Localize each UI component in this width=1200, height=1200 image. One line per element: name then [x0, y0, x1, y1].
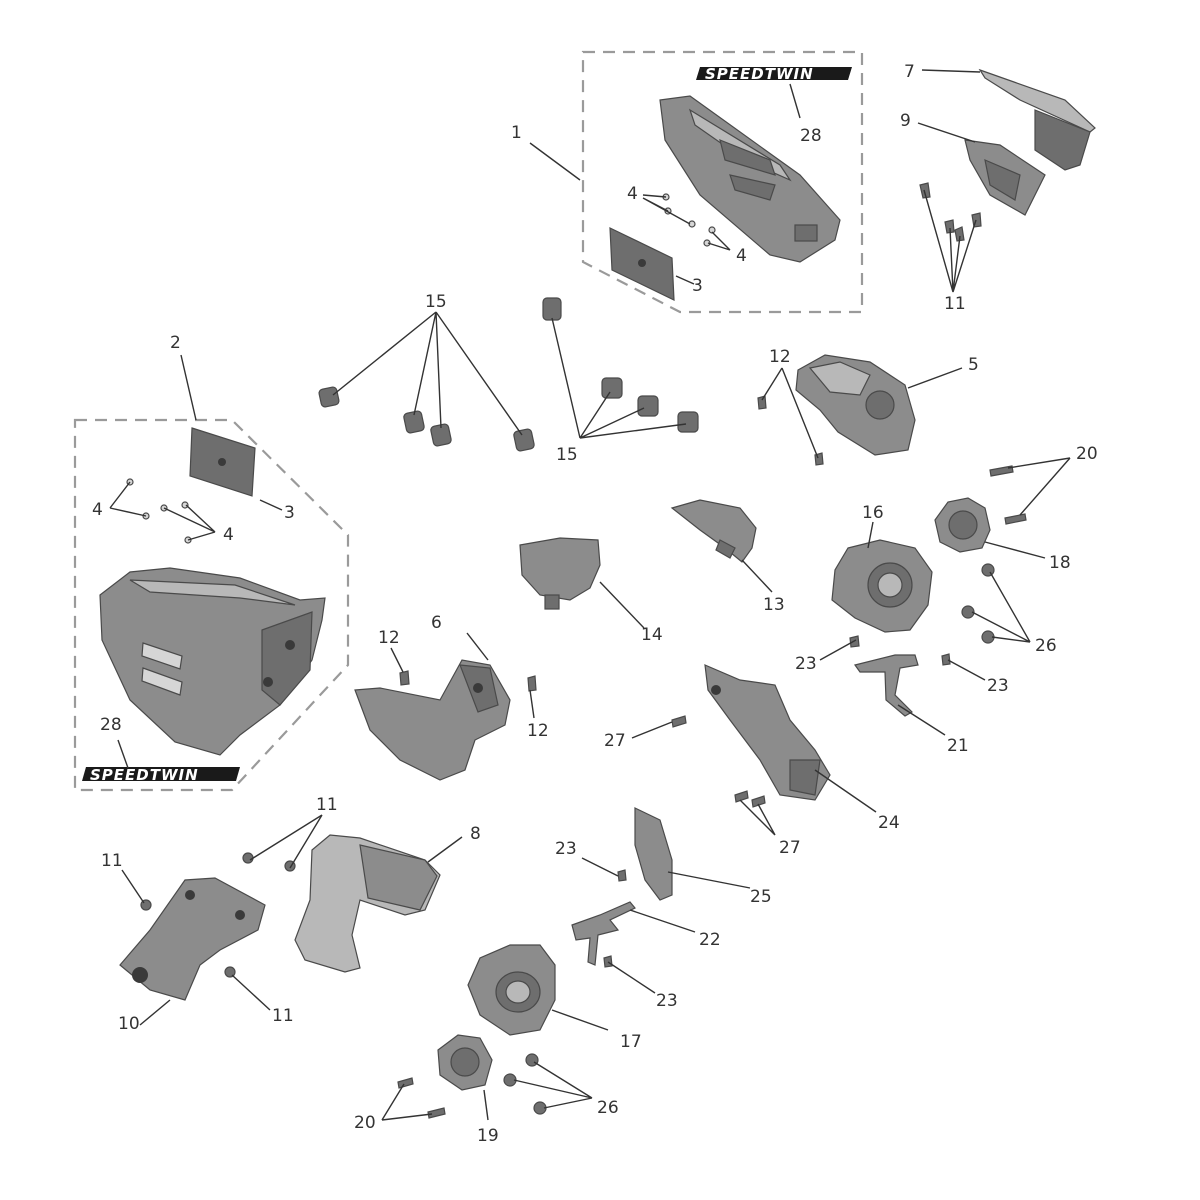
- side-panel-left: [99, 567, 326, 756]
- cover-14: [519, 537, 601, 610]
- callout-17: 17: [620, 1032, 642, 1052]
- callout-25: 25: [750, 887, 772, 907]
- callout-27a: 27: [604, 731, 626, 751]
- callout-21: 21: [947, 736, 969, 756]
- cover-6: [354, 659, 511, 781]
- grommets-left-group: [318, 386, 535, 452]
- nuts-26-lower: [503, 1053, 547, 1115]
- callout-12b: 12: [378, 628, 400, 648]
- callout-8: 8: [470, 824, 481, 844]
- speedtwin-logo-badge-top: SPEEDTWIN: [696, 64, 852, 84]
- callout-26a: 26: [1035, 636, 1057, 656]
- callout-4b: 4: [736, 246, 747, 266]
- clips-top: [662, 193, 716, 247]
- side-cover-24: [704, 664, 831, 801]
- callout-20b: 20: [354, 1113, 376, 1133]
- callout-4d: 4: [223, 525, 234, 545]
- callout-3b: 3: [284, 503, 295, 523]
- callout-15a: 15: [425, 292, 447, 312]
- callout-9: 9: [900, 111, 911, 131]
- callout-14: 14: [641, 625, 663, 645]
- callout-15b: 15: [556, 445, 578, 465]
- callout-6: 6: [431, 613, 442, 633]
- bracket-21: [853, 654, 919, 717]
- callout-22: 22: [699, 930, 721, 950]
- mounting-plate-left: [189, 427, 256, 497]
- kit-2-dashed-box: [73, 418, 350, 792]
- callout-4c: 4: [92, 500, 103, 520]
- callout-1: 1: [511, 123, 522, 143]
- cover-25: [634, 807, 673, 901]
- callout-13: 13: [763, 595, 785, 615]
- side-panel-right: [659, 95, 841, 263]
- screws-20-top: [989, 465, 1027, 525]
- callout-28b: 28: [100, 715, 122, 735]
- callout-10: 10: [118, 1014, 140, 1034]
- callout-23c: 23: [555, 839, 577, 859]
- instrument-housing-16: [831, 539, 933, 633]
- screws-20-lower: [397, 1077, 446, 1119]
- callout-24: 24: [878, 813, 900, 833]
- gauge-cup-18: [934, 497, 991, 553]
- top-cover: [978, 68, 1096, 171]
- instrument-housing-17: [467, 944, 556, 1036]
- callout-23b: 23: [987, 676, 1009, 696]
- bracket-10: [119, 877, 266, 1001]
- callout-26b: 26: [597, 1098, 619, 1118]
- callout-12a: 12: [769, 347, 791, 367]
- grommets-right-group: [542, 297, 699, 433]
- clips-left: [126, 478, 192, 544]
- callout-20a: 20: [1076, 444, 1098, 464]
- screws-23: [603, 635, 951, 968]
- callout-23d: 23: [656, 991, 678, 1011]
- speedtwin-logo-badge-left: SPEEDTWIN: [82, 765, 240, 785]
- callout-labels: 1 2 3 3 4 4 4 4 5 6 7 8 9 10 11 11 11 11…: [92, 62, 1098, 1146]
- callout-11c: 11: [101, 851, 123, 871]
- callout-5: 5: [968, 355, 979, 375]
- callout-2: 2: [170, 333, 181, 353]
- callout-11a: 11: [944, 294, 966, 314]
- callout-16: 16: [862, 503, 884, 523]
- callout-27b: 27: [779, 838, 801, 858]
- callout-11d: 11: [272, 1006, 294, 1026]
- svg-text:SPEEDTWIN: SPEEDTWIN: [705, 65, 814, 83]
- cover-13: [670, 499, 757, 563]
- callout-28a: 28: [800, 126, 822, 146]
- callout-18: 18: [1049, 553, 1071, 573]
- callout-11b: 11: [316, 795, 338, 815]
- callout-7: 7: [904, 62, 915, 82]
- bracket-9: [964, 139, 1046, 216]
- svg-text:SPEEDTWIN: SPEEDTWIN: [90, 766, 199, 784]
- kit-1-dashed-box: [581, 50, 864, 314]
- leader-lines: [109, 69, 1071, 1121]
- nuts-26-right: [961, 563, 995, 644]
- throttle-cover: [795, 354, 916, 456]
- callout-23a: 23: [795, 654, 817, 674]
- cover-8: [294, 834, 441, 973]
- callout-19: 19: [477, 1126, 499, 1146]
- callout-12c: 12: [527, 721, 549, 741]
- screws-12: [399, 395, 824, 692]
- callout-3a: 3: [692, 276, 703, 296]
- gauge-cup-19: [437, 1034, 493, 1091]
- screws-11-top: [919, 182, 982, 242]
- bracket-22: [571, 901, 636, 966]
- screws-27: [671, 715, 766, 808]
- mounting-plate-top: [609, 227, 675, 301]
- callout-4a: 4: [627, 184, 638, 204]
